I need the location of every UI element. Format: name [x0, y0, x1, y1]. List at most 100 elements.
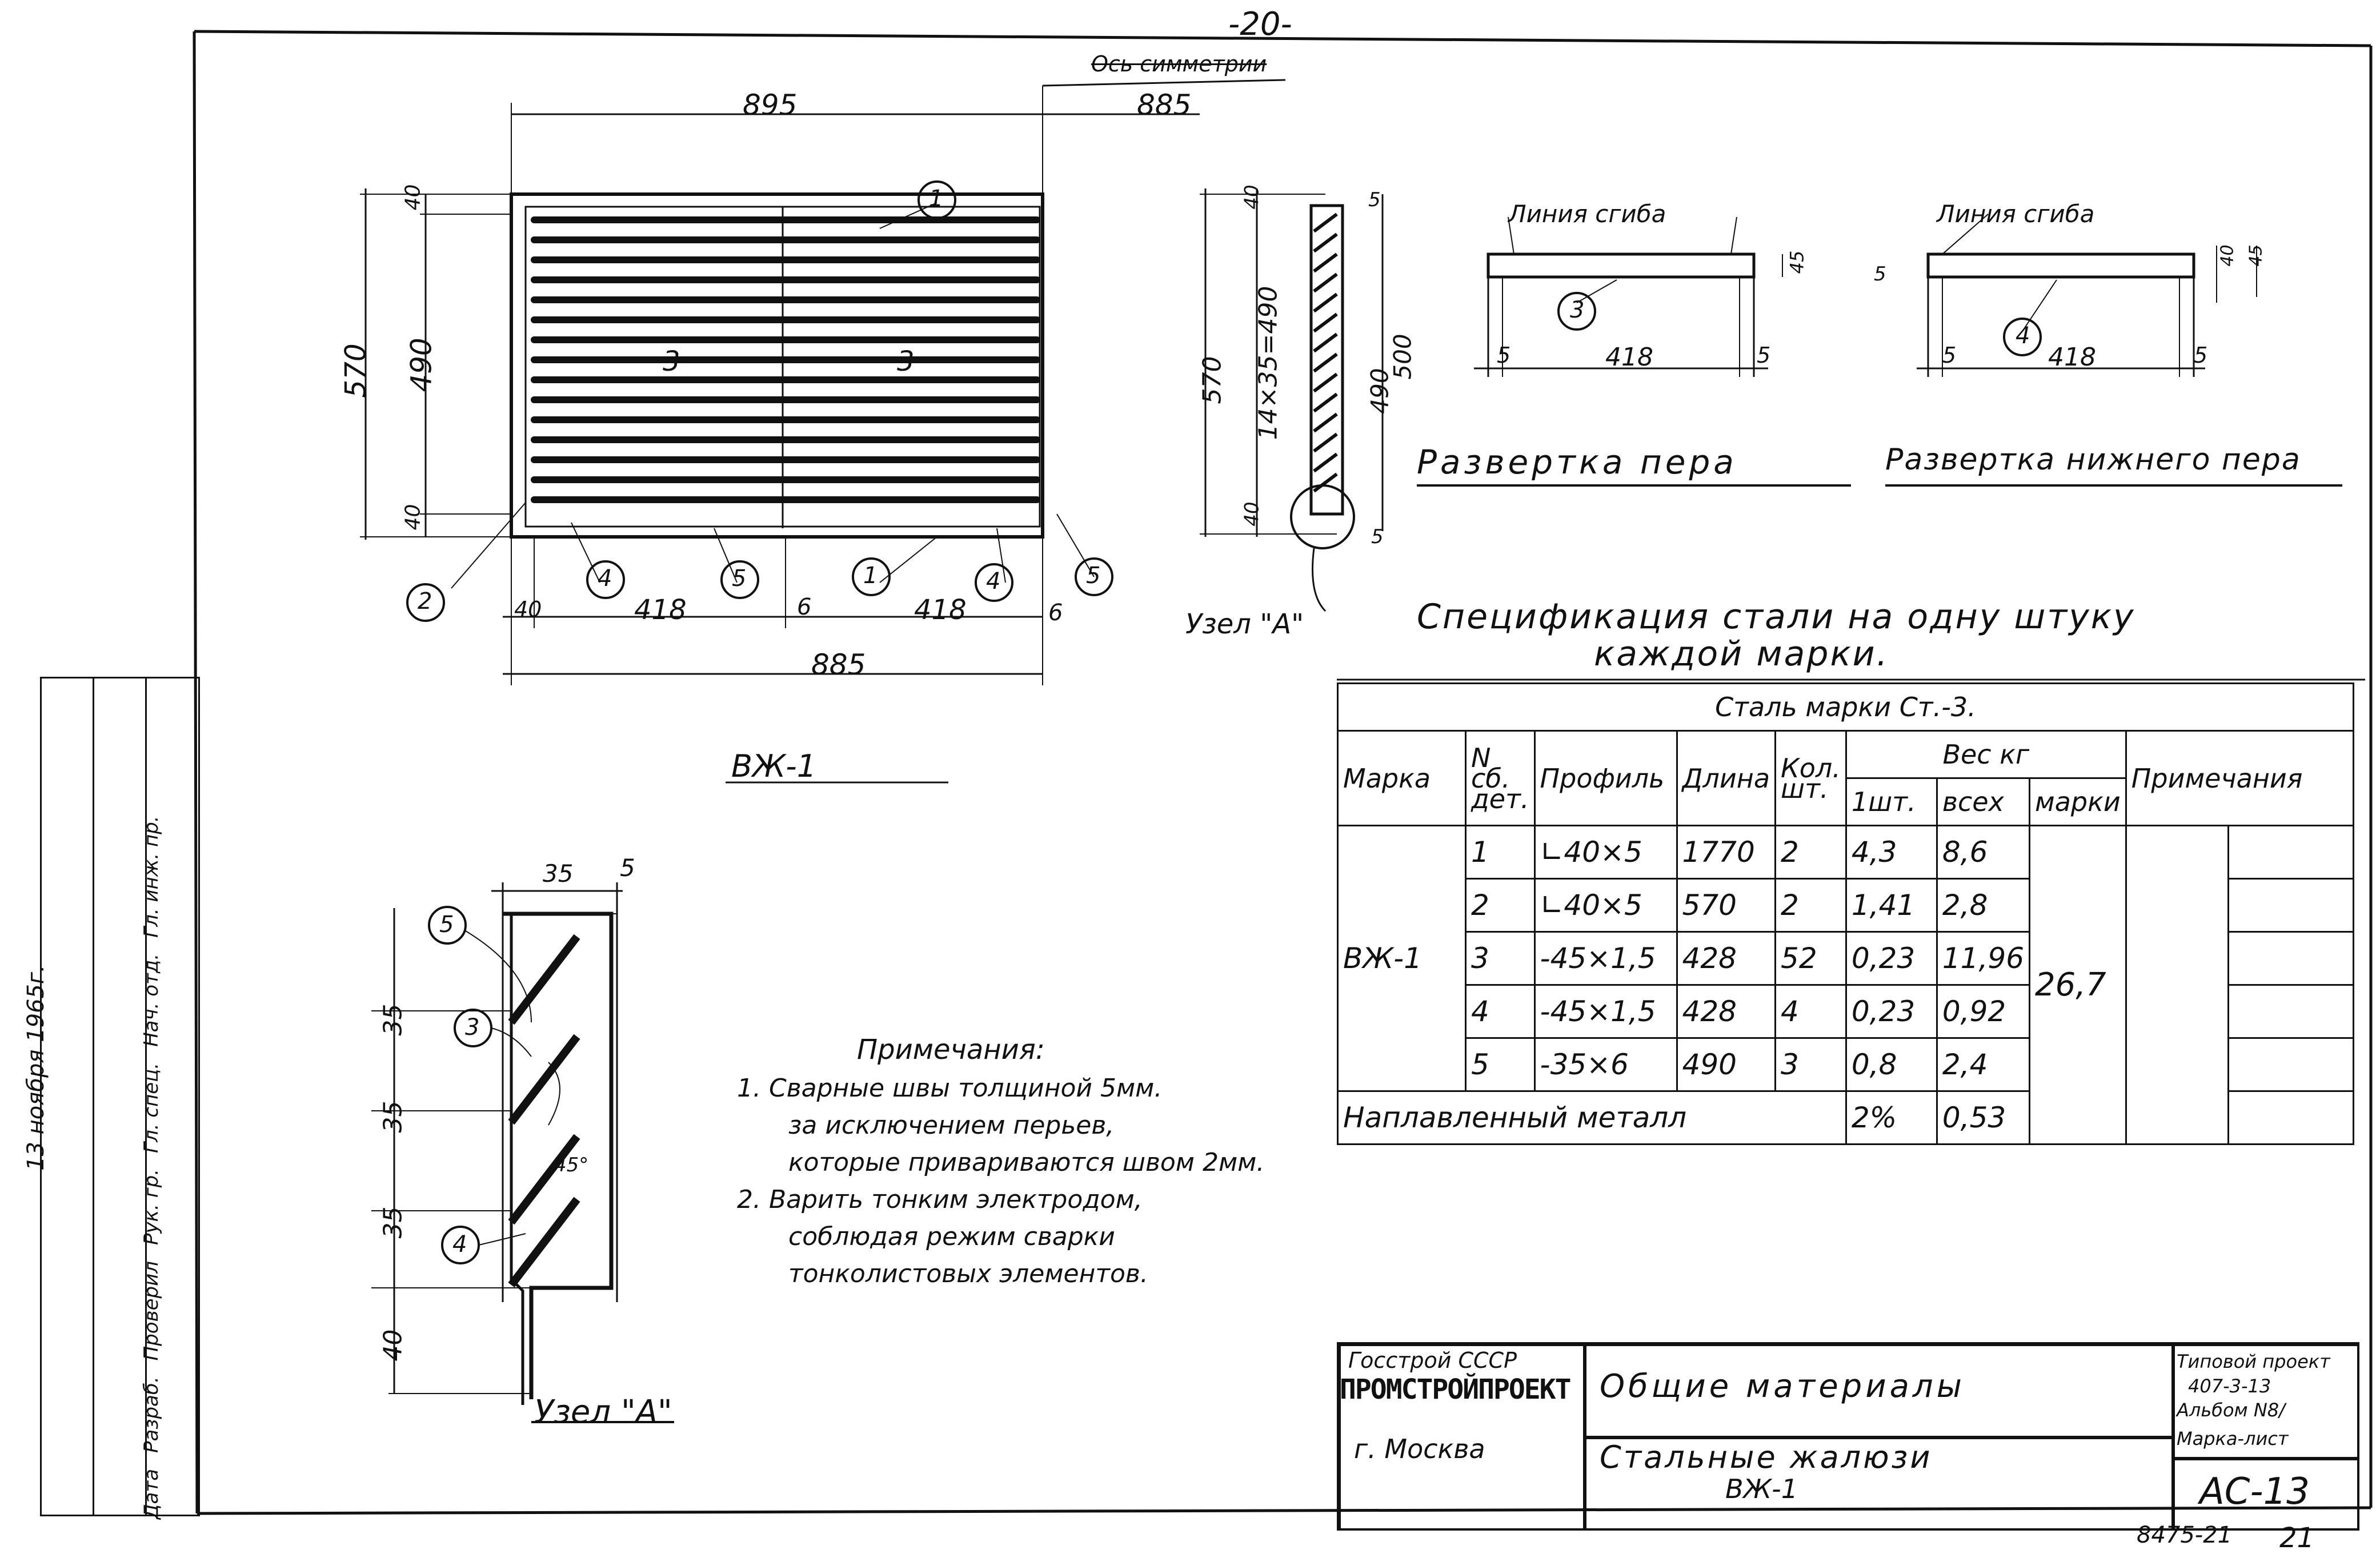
spec-notes-extra — [2227, 931, 2354, 986]
spec-subheader-row: 1шт. всех марки — [1338, 777, 2354, 826]
header-profile: Профиль — [1533, 730, 1678, 826]
tb-org1: Госстрой СССР — [1348, 1348, 1517, 1373]
dim-top-left: 895 — [743, 89, 798, 122]
spec-table: Сталь марки Ст.-3. Марка N сб. дет. Проф… — [1337, 682, 2354, 1145]
stamp-row: Проверил — [140, 1261, 163, 1361]
dim-bottom-40: 40 — [514, 597, 542, 622]
node-callout-3: 3 — [465, 1014, 480, 1041]
dim-bottom-418b: 418 — [914, 594, 967, 626]
spec-cell-length: 570 — [1676, 878, 1777, 933]
section-dim-40-top: 40 — [1240, 184, 1264, 210]
stamp-row: Дата — [140, 1468, 163, 1519]
tb-proj2: 407-3-13 — [2188, 1375, 2271, 1397]
spec-cell-no: 1 — [1465, 825, 1536, 880]
side-stamp-col-1 — [42, 678, 94, 1515]
spec-cell-w1: 0,23 — [1845, 931, 1938, 986]
spec-title-1: Спецификация стали на одну штуку — [1417, 597, 2135, 637]
develop2-fold-label: Линия сгиба — [1937, 200, 2095, 228]
spec-cell-length: 428 — [1676, 931, 1777, 986]
dim-bottom-margin: 40 — [401, 504, 425, 531]
note-line-4: 2. Варить тонким электродом, — [737, 1185, 1143, 1214]
spec-notes-extra — [2227, 1090, 2354, 1145]
header-length: Длина — [1676, 730, 1777, 826]
section-dim-570: 570 — [1197, 356, 1227, 404]
spec-cell-no: 2 — [1465, 878, 1536, 933]
develop1-callout: 3 — [1570, 297, 1585, 323]
spec-cell-no: 3 — [1465, 931, 1536, 986]
develop2-dim-right: 5 — [2194, 343, 2208, 368]
spec-mark-weight: 26,7 — [2029, 825, 2127, 1145]
callout-3a: 3 — [663, 346, 680, 378]
spec-cell-wall: 8,6 — [1936, 825, 2031, 880]
header-notes: Примечания — [2125, 730, 2354, 826]
tb-title1: Общие материалы — [1600, 1368, 1965, 1405]
tb-title-cell-1 — [1585, 1344, 2173, 1437]
spec-cell-profile: -35×6 — [1533, 1037, 1678, 1092]
node-caption: Узел "А" — [534, 1394, 672, 1431]
develop2-dim-h2: 45 — [2246, 244, 2266, 267]
notes-title: Примечания: — [857, 1034, 1045, 1066]
side-stamp-text: Дата Разраб. Проверил Рук. гр. Гл. спец.… — [126, 680, 177, 1519]
spec-notes-extra — [2227, 984, 2354, 1039]
node-dim-left-4: 40 — [378, 1329, 408, 1362]
develop1-dim-mid: 418 — [1605, 343, 1653, 372]
develop2-dim-mid: 418 — [2048, 343, 2096, 372]
callout-2: 2 — [418, 588, 432, 615]
tb-title2: Стальные жалюзи — [1600, 1439, 1933, 1475]
stamp-row: Нач. отд. — [140, 953, 163, 1047]
spec-cell-w1: 1,41 — [1845, 878, 1938, 933]
node-dim-left-1: 35 — [378, 1003, 408, 1036]
develop2-dim-h1: 40 — [2217, 244, 2238, 267]
dim-top-right: 885 — [1137, 89, 1192, 122]
spec-title-2: каждой марки. — [1594, 634, 1889, 674]
spec-cell-w1: 0,8 — [1845, 1037, 1938, 1092]
note-line-2: за исключением перьев, — [788, 1111, 1115, 1140]
callout-1-bottom: 1 — [863, 563, 878, 589]
dim-bottom-6b: 6 — [1048, 600, 1063, 626]
main-view-label: ВЖ-1 — [731, 748, 817, 784]
spec-cell-qty: 52 — [1774, 931, 1847, 986]
main-view — [360, 79, 1286, 685]
note-line-3: которые привариваются швом 2мм. — [788, 1148, 1265, 1177]
table-row: 2 ∟40×5 570 2 1,41 2,8 — [1338, 878, 2354, 933]
sheet-border — [193, 30, 2373, 1515]
callout-1-top: 1 — [929, 186, 944, 212]
callout-4b: 4 — [986, 568, 1001, 595]
tb-proj4: Марка-лист — [2177, 1428, 2289, 1449]
dim-bottom-total: 885 — [811, 648, 866, 681]
header-weight: Вес кг — [1845, 730, 2127, 779]
callout-5b: 5 — [1086, 563, 1101, 589]
main-view-callouts — [406, 180, 1113, 622]
dim-bottom-6a: 6 — [797, 594, 812, 620]
spec-steel-row: Сталь марки Ст.-3. — [1337, 682, 2354, 732]
develop2-dim-left: 5 — [1942, 343, 1957, 368]
spec-cell-profile: ∟40×5 — [1533, 878, 1678, 933]
spec-cell-qty: 2 — [1774, 825, 1847, 880]
symmetry-label: Ось симметрии — [1091, 51, 1267, 77]
spec-cell-w1: 4,3 — [1845, 825, 1938, 880]
side-stamp — [40, 677, 200, 1516]
stamp-row: Разраб. — [140, 1376, 163, 1453]
spec-cell-w1: 0,23 — [1845, 984, 1938, 1039]
develop1-dim-h: 45 — [1786, 250, 1808, 274]
section-dim-5-bottom: 5 — [1371, 525, 1384, 548]
header-w-mark: марки — [2029, 777, 2127, 826]
header-mark: Марка — [1337, 730, 1467, 826]
header-qty: Кол. шт. — [1774, 730, 1847, 826]
note-line-1: 1. Сварные швы толщиной 5мм. — [737, 1074, 1163, 1103]
sheet-number: 21 — [2279, 1522, 2315, 1554]
dim-height-total: 570 — [339, 343, 372, 398]
spec-cell-wall: 2,8 — [1936, 878, 2031, 933]
spec-cell-wall: 2,4 — [1936, 1037, 2031, 1092]
dim-height-inner: 490 — [404, 338, 438, 392]
header-w-one: 1шт. — [1845, 777, 1938, 826]
tb-sheet-code: АС-13 — [2199, 1471, 2310, 1513]
node-dim-left-2: 35 — [378, 1101, 408, 1133]
spec-notes-extra — [2227, 878, 2354, 933]
spec-cell-length: 490 — [1676, 1037, 1777, 1092]
tb-proj-cell — [2173, 1344, 2359, 1459]
section-dim-500: 500 — [1388, 334, 1417, 380]
tb-proj1: Типовой проект — [2177, 1351, 2330, 1372]
